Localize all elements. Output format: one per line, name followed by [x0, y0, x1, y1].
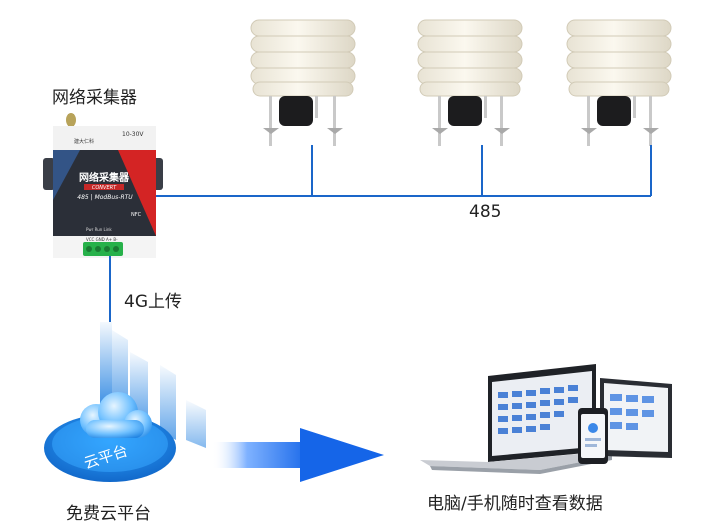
uplink-label: 4G上传 [124, 292, 182, 312]
viewer-label: 电脑/手机随时查看数据 [427, 494, 603, 514]
device-sub-badge [84, 184, 124, 190]
sensor-1 [250, 19, 356, 146]
device-nfc: NFC [131, 212, 142, 218]
sensor-2 [417, 19, 523, 146]
device-voltage: 10-30V [122, 131, 144, 138]
viewer-devices [420, 364, 672, 474]
rs485-bus [152, 145, 652, 197]
sensor-3 [566, 19, 672, 146]
device-protocol: 485 | ModBus-RTU [77, 194, 133, 201]
cloud-icon [80, 392, 152, 438]
collector-device [43, 113, 163, 258]
device-pins: VCC GND A+ B- [86, 237, 118, 242]
cloud-platform [44, 322, 206, 482]
bus-label: 485 [469, 202, 502, 222]
device-leds: Pwr Run Link [86, 227, 112, 232]
device-brand: 建大仁科 [74, 138, 94, 145]
cloud-label: 免费云平台 [66, 504, 151, 524]
device-name: 网络采集器 [79, 171, 130, 184]
collector-title: 网络采集器 [52, 88, 137, 108]
device-sub: CONVERT [92, 185, 117, 191]
arrow-right-icon [212, 428, 384, 482]
